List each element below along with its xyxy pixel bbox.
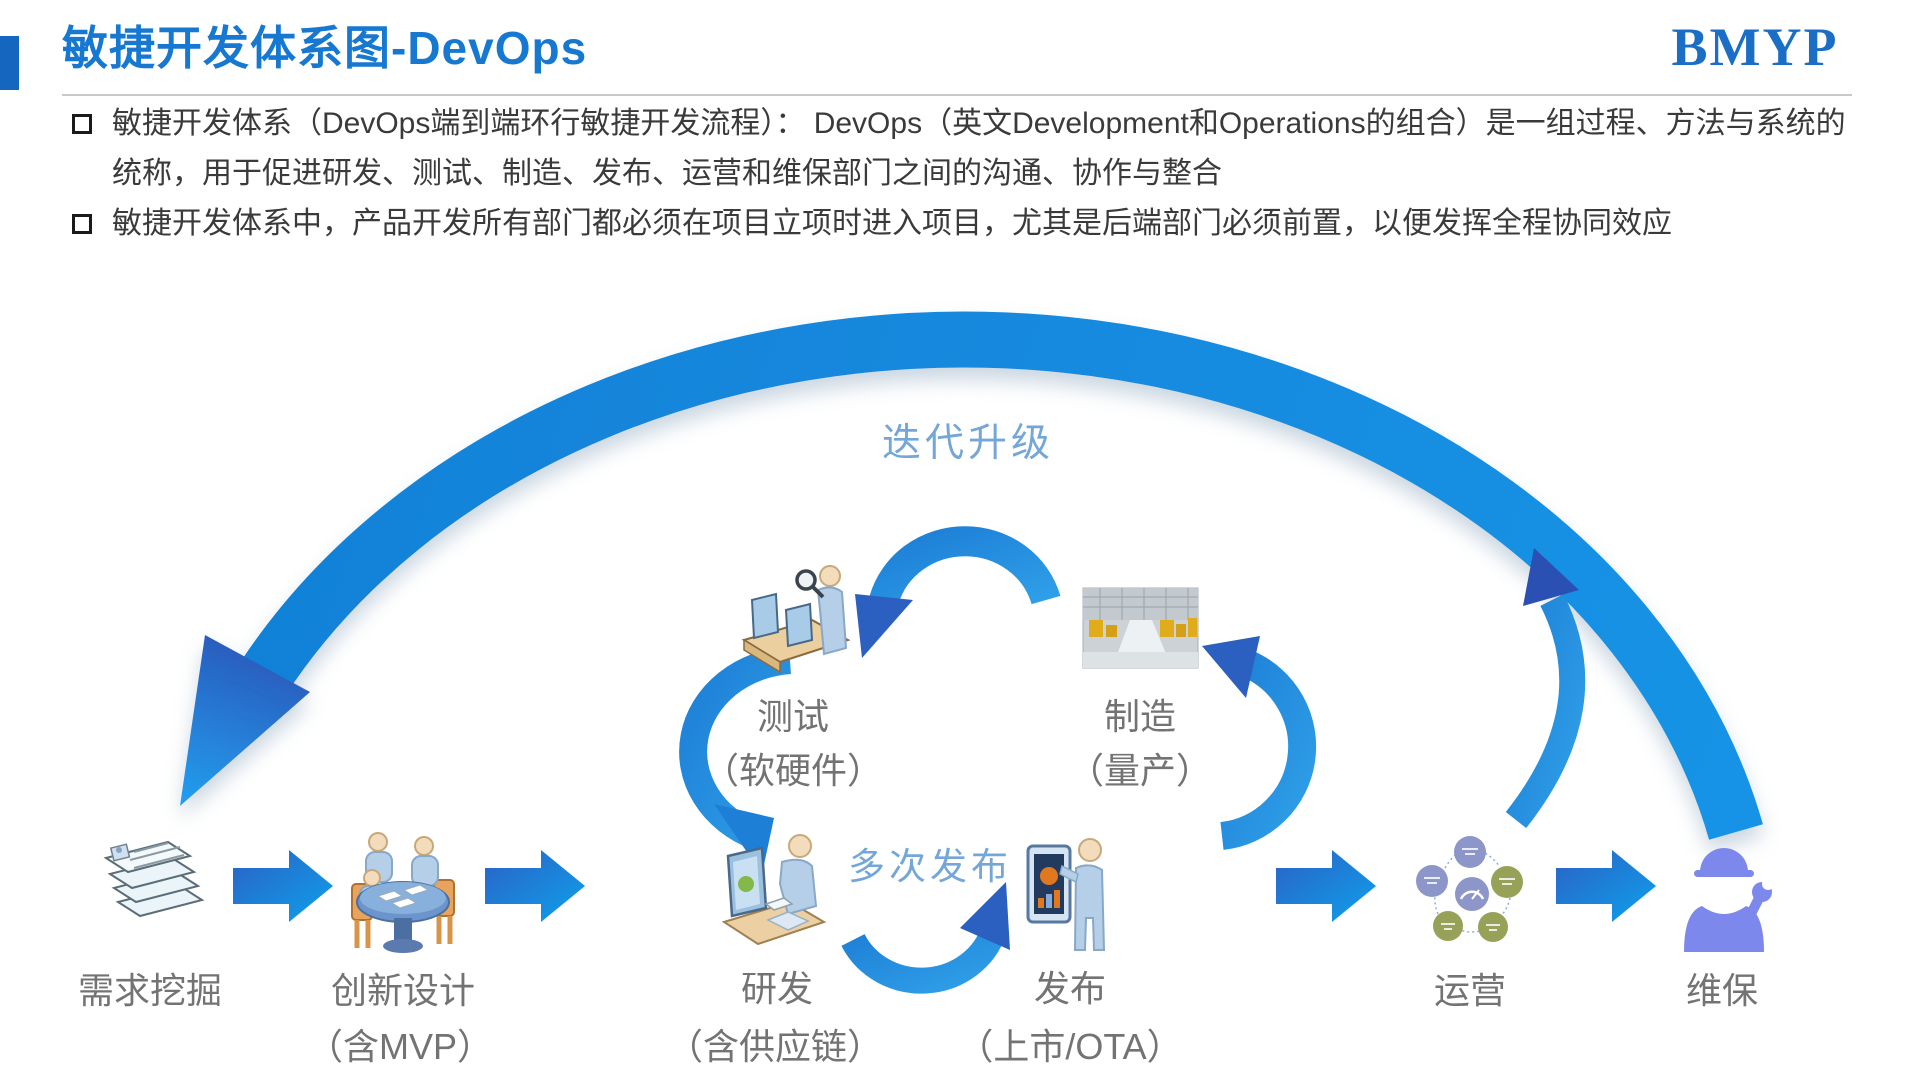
square-bullet-icon xyxy=(72,214,92,234)
bmyp-logo: BMYP xyxy=(1671,17,1839,77)
multi-release-arrow xyxy=(841,882,1010,994)
bullet-item: 敏捷开发体系（DevOps端到端环行敏捷开发流程）： DevOps（英文Deve… xyxy=(70,99,1870,199)
testing-inspection-icon xyxy=(741,565,851,674)
iteration-loop-label: 迭代升级 xyxy=(881,422,1055,465)
maintenance-worker-icon xyxy=(1684,848,1774,952)
stage-design-sub: （含MVP） xyxy=(306,1026,494,1067)
documents-stack-icon xyxy=(103,840,205,918)
flow-arrow-2 xyxy=(485,850,585,922)
inner-cycle-top-arrow xyxy=(855,526,1061,658)
stage-design-label: 创新设计 xyxy=(330,970,476,1011)
multi-release-label: 多次发布 xyxy=(848,847,1012,888)
operations-monitoring-cycle-icon xyxy=(1416,836,1523,942)
bullet-text: 敏捷开发体系中，产品开发所有部门都必须在项目立项时进入项目，尤其是后端部门必须前… xyxy=(112,207,1672,240)
developer-workstation-icon xyxy=(721,834,827,946)
stage-manufacturing-label: 制造 xyxy=(1103,696,1177,737)
cycle-right-arrow xyxy=(1202,636,1317,850)
stage-rd-label: 研发 xyxy=(740,968,814,1009)
flow-arrow-1 xyxy=(233,850,333,922)
flow-arrow-4 xyxy=(1556,850,1656,922)
factory-photo xyxy=(1082,587,1199,669)
stage-testing-label: 测试 xyxy=(756,696,830,737)
stage-operations-label: 运营 xyxy=(1433,970,1507,1011)
bullet-item: 敏捷开发体系中，产品开发所有部门都必须在项目立项时进入项目，尤其是后端部门必须前… xyxy=(70,199,1870,249)
stage-release-label: 发布 xyxy=(1033,968,1107,1009)
title-accent-bar xyxy=(0,36,19,90)
feedback-up-arrow xyxy=(1505,548,1586,829)
stage-manufacturing-sub: （量产） xyxy=(1067,750,1213,791)
stage-maintenance-label: 维保 xyxy=(1685,970,1759,1011)
stage-testing-sub: （软硬件） xyxy=(702,750,884,791)
stage-requirements-label: 需求挖掘 xyxy=(77,970,223,1011)
stage-rd-sub: （含供应链） xyxy=(666,1026,884,1067)
launch-presenter-icon xyxy=(1026,838,1106,951)
title-divider xyxy=(62,94,1852,96)
bullet-text: 敏捷开发体系（DevOps端到端环行敏捷开发流程）： DevOps（英文Deve… xyxy=(112,107,1846,190)
flow-arrow-3 xyxy=(1276,850,1376,922)
square-bullet-icon xyxy=(72,114,92,134)
stage-release-sub: （上市/OTA） xyxy=(957,1026,1183,1067)
bullet-list: 敏捷开发体系（DevOps端到端环行敏捷开发流程）： DevOps（英文Deve… xyxy=(70,99,1870,249)
page-title: 敏捷开发体系图-DevOps xyxy=(62,22,588,74)
meeting-table-icon xyxy=(351,832,455,953)
